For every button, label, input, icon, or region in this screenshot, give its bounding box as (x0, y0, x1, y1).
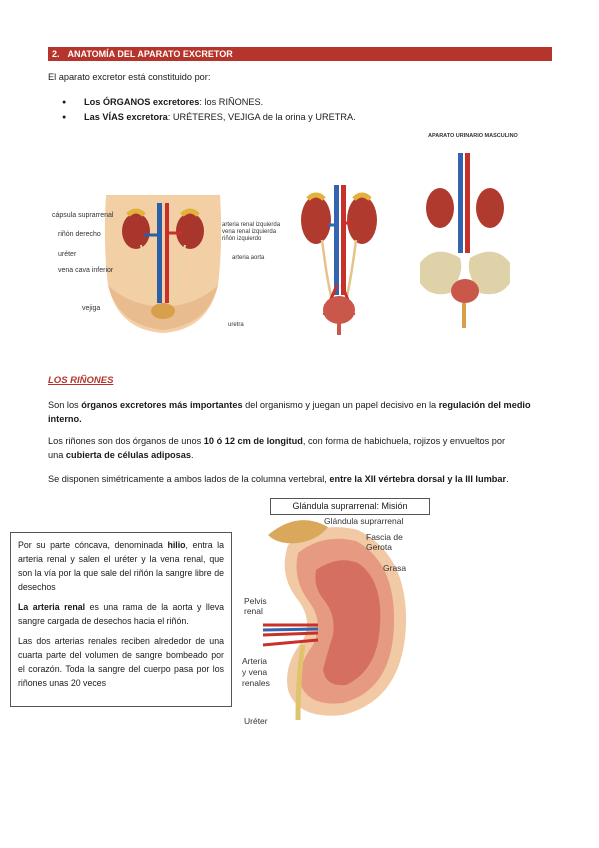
section-title: LOS RIÑONES (48, 375, 114, 386)
bullet-item: Los ÓRGANOS excretores: los RIÑONES. (62, 95, 356, 110)
p2-text: , con forma de habichuela, rojizos y env… (302, 436, 506, 446)
paragraph-3: Se disponen simétricamente a ambos lados… (48, 472, 558, 486)
kidney-label: Arteria (242, 656, 268, 666)
kidney-label: Fascia de (366, 532, 403, 542)
callout-paragraph-2: La arteria renal es una rama de la aorta… (18, 600, 224, 628)
fig1-label: riñón derecho (58, 231, 101, 238)
p3-text: . (506, 474, 509, 484)
figure-urinary-tract (282, 165, 394, 340)
figure-male-urinary (400, 133, 550, 338)
kidney-label: Glándula suprarrenal (324, 516, 404, 526)
p2-bold: 10 ó 12 cm de longitud (203, 436, 303, 446)
p2-text: . (191, 450, 194, 460)
heading-title: ANATOMÍA DEL APARATO EXCRETOR (67, 49, 233, 59)
callout-text: , entra la arteria renal y salen el urét… (18, 540, 224, 592)
section-heading-bar: 2. ANATOMÍA DEL APARATO EXCRETOR (48, 47, 552, 61)
intro-text: El aparato excretor está constituido por… (48, 72, 211, 82)
bullet-bold: Los ÓRGANOS excretores (84, 97, 200, 107)
fig1-label: uretra (228, 322, 244, 328)
fig1-label: arteria aorta (232, 255, 265, 261)
callout-box: Por su parte cóncava, denominada hilio, … (10, 532, 232, 707)
bullet-item: Las VÍAS excretora: URÉTERES, VEJIGA de … (62, 110, 356, 125)
heading-number: 2. (52, 49, 60, 59)
callout-paragraph-1: Por su parte cóncava, denominada hilio, … (18, 538, 224, 594)
fig3-title: APARATO URINARIO MASCULINO (428, 133, 518, 139)
p1-text: del organismo y juegan un papel decisivo… (242, 400, 439, 410)
paragraph-2: Los riñones son dos órganos de unos 10 ó… (48, 434, 558, 462)
p1-bold: interno. (48, 414, 82, 424)
paragraph-1: Son los órganos excretores más important… (48, 398, 553, 426)
fig1-label: vejiga (82, 305, 101, 312)
p3-bold: entre la XII vértebra dorsal y la III lu… (329, 474, 507, 484)
fig1-label: uréter (58, 251, 77, 258)
callout-text: es una rama de la aorta y lleva sangre c… (18, 602, 224, 626)
bullet-text: : los RIÑONES. (199, 97, 264, 107)
kidney-illustration (262, 520, 407, 721)
fig1-label: vena cava inferior (58, 267, 114, 274)
p1-bold: regulación del medio (438, 400, 531, 410)
p2-bold: cubierta de células adiposas (65, 450, 191, 460)
bullet-list: Los ÓRGANOS excretores: los RIÑONES. Las… (62, 95, 356, 125)
bullet-bold: Las VÍAS excretora (84, 112, 168, 122)
callout-paragraph-3: Las dos arterias renales reciben alreded… (18, 636, 224, 688)
figure-body-urinary (48, 185, 276, 335)
callout-bold: La arteria renal (18, 602, 86, 612)
bullet-text: : URÉTERES, VEJIGA de la orina y URETRA. (167, 112, 356, 122)
fig1-label: vena renal izquierda (222, 229, 277, 235)
kidney-label: renal (244, 606, 263, 616)
callout-text: Por su parte cóncava, denominada (18, 540, 168, 550)
kidney-label: Pelvis (244, 596, 267, 606)
p2-text: una (48, 450, 66, 460)
urinary-tract-illustration (301, 185, 377, 335)
p3-text: Se disponen simétricamente a ambos lados… (48, 474, 330, 484)
male-urinary-illustration (420, 153, 510, 328)
kidney-label: renales (242, 678, 270, 688)
callout-bold: hilio (167, 540, 186, 550)
body-urinary-illustration (104, 195, 222, 333)
kidney-label: Uréter (244, 716, 268, 726)
fig1-label: cápsula suprarrenal (52, 212, 114, 219)
kidney-label: Grasa (383, 563, 407, 573)
p1-bold: órganos excretores más importantes (81, 400, 243, 410)
kidney-cross-section (258, 515, 418, 730)
fig1-label: arteria renal izquierda (222, 222, 281, 228)
fig1-label: riñón izquierdo (222, 236, 262, 242)
kidney-title-box: Glándula suprarrenal: Misión (270, 498, 430, 515)
kidney-label: Gerota (366, 542, 392, 552)
kidney-label: y vena (242, 667, 268, 677)
p1-text: Son los (48, 400, 82, 410)
p2-text: Los riñones son dos órganos de unos (48, 436, 204, 446)
